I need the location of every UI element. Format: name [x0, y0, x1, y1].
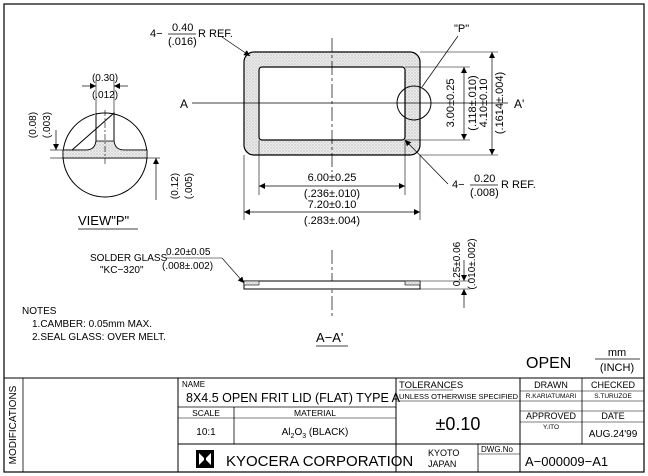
- section-glass-left: [243, 280, 260, 286]
- p-leader: [421, 35, 459, 88]
- modifications-label: MODIFICATIONS: [8, 385, 19, 464]
- note-2: 2.SEAL GLASS: OVER MELT.: [32, 332, 166, 343]
- title-block-text: MODIFICATIONS NAME 8X4.5 OPEN FRIT LID (…: [8, 380, 638, 470]
- corner-r-top-in: (.016): [168, 36, 197, 48]
- drawn-value: R.KARIATUMARI: [526, 393, 577, 400]
- detail-left-in: (.003): [42, 112, 53, 138]
- corner-r-inner-mm: 0.20: [474, 173, 495, 185]
- open-label: OPEN: [526, 355, 571, 372]
- section-a-left: A: [180, 97, 188, 111]
- kyocera-logo-icon: [196, 450, 214, 468]
- date-value: AUG.24'99: [589, 429, 638, 440]
- dwg-label: DWG.No: [481, 445, 514, 454]
- corner-r-inner-in: (.008): [470, 187, 499, 199]
- total-thickness-in: (.010±.002): [467, 238, 478, 289]
- section-lid-body: [243, 280, 421, 290]
- opening-width-mm: 6.00±0.25: [308, 172, 357, 184]
- outer-width-mm: 7.20±0.10: [308, 199, 357, 211]
- scale-value: 10:1: [196, 427, 216, 438]
- tolerance-value: ±0.10: [436, 414, 481, 434]
- status-block: OPEN mm (INCH): [526, 347, 640, 374]
- outer-height-mm: 4.10±0.10: [478, 79, 490, 128]
- note-1: 1.CAMBER: 0.05mm MAX.: [32, 319, 152, 330]
- detail-bottom-mm: (0.12): [170, 173, 181, 199]
- detail-top-mm: (0.30): [92, 73, 118, 84]
- corner-r-top-suffix: R REF.: [198, 28, 233, 40]
- solder-leader: [221, 257, 245, 284]
- detail-bottom-in: (.005): [184, 173, 195, 199]
- name-label: NAME: [182, 380, 205, 389]
- date-label: DATE: [601, 411, 624, 421]
- notes-title: NOTES: [22, 306, 57, 317]
- detail-p-circle: [396, 85, 432, 121]
- solder-glass-code: "KC−320": [100, 265, 144, 276]
- material-label: MATERIAL: [294, 408, 336, 418]
- name-value: 8X4.5 OPEN FRIT LID (FLAT) TYPE A: [186, 391, 401, 405]
- checked-label: CHECKED: [591, 380, 636, 390]
- location-line-2: JAPAN: [428, 459, 456, 469]
- approved-value: Y.ITO: [543, 424, 559, 431]
- outer-height-in: (.1614±.004): [494, 72, 506, 134]
- outer-width-in: (.283±.004): [304, 215, 360, 227]
- tolerances-sub: UNLESS OTHERWISE SPECIFIED: [399, 392, 519, 401]
- opening-width-in: (.236±.010): [304, 188, 360, 200]
- tolerances-label: TOLERANCES: [399, 380, 463, 391]
- scale-label: SCALE: [192, 408, 220, 418]
- dwg-value: A−000009−A1: [525, 454, 608, 469]
- drawn-label: DRAWN: [534, 380, 568, 390]
- corner-r-inner-suffix: R REF.: [501, 179, 536, 191]
- material-value: Al2O3 (BLACK): [282, 427, 349, 440]
- title-block: [4, 377, 644, 472]
- sheet-border: [3, 3, 645, 473]
- detail-left-mm: (0.08): [28, 112, 39, 138]
- corner-r-top-mm: 0.40: [172, 22, 193, 34]
- section-label: A−A': [316, 330, 343, 345]
- opening-height-in: (.118±.010): [467, 75, 479, 130]
- plan-view: A A' "P" 4− 0.40 (.016) R REF. 4− 0.20 (…: [150, 22, 536, 227]
- checked-value: S.TURUZOE: [594, 393, 632, 400]
- corner-r-inner-prefix: 4−: [452, 179, 465, 191]
- location-line-1: KYOTO: [428, 448, 459, 458]
- solder-thickness-mm: 0.20±0.05: [166, 247, 211, 258]
- unit-bottom: (INCH): [600, 362, 634, 374]
- detail-view-p: (0.30) (.012) (0.08) (.003) (0.12) (.005…: [28, 73, 195, 230]
- corner-r-top-prefix: 4−: [150, 28, 163, 40]
- section-a-right: A': [514, 97, 524, 111]
- opening-height-mm: 3.00±0.25: [445, 79, 457, 128]
- notes: NOTES 1.CAMBER: 0.05mm MAX. 2.SEAL GLASS…: [22, 306, 166, 343]
- corner-r-inner-leader: [404, 139, 449, 185]
- unit-top: mm: [608, 347, 626, 359]
- solder-thickness-in: (.008±.002): [162, 261, 213, 272]
- section-view: SOLDER GLASS "KC−320" 0.20±0.05 (.008±.0…: [90, 238, 478, 347]
- company-name: KYOCERA CORPORATION: [226, 453, 413, 470]
- approved-label: APPROVED: [526, 411, 577, 421]
- detail-top-in: (.012): [92, 90, 118, 101]
- view-p-label: VIEW"P": [78, 213, 130, 228]
- total-thickness-mm: 0.25±0.06: [452, 241, 463, 286]
- section-glass-right: [404, 280, 421, 286]
- p-callout: "P": [454, 23, 469, 35]
- corner-r-top-leader: [221, 36, 251, 57]
- solder-glass-label: SOLDER GLASS: [90, 253, 168, 264]
